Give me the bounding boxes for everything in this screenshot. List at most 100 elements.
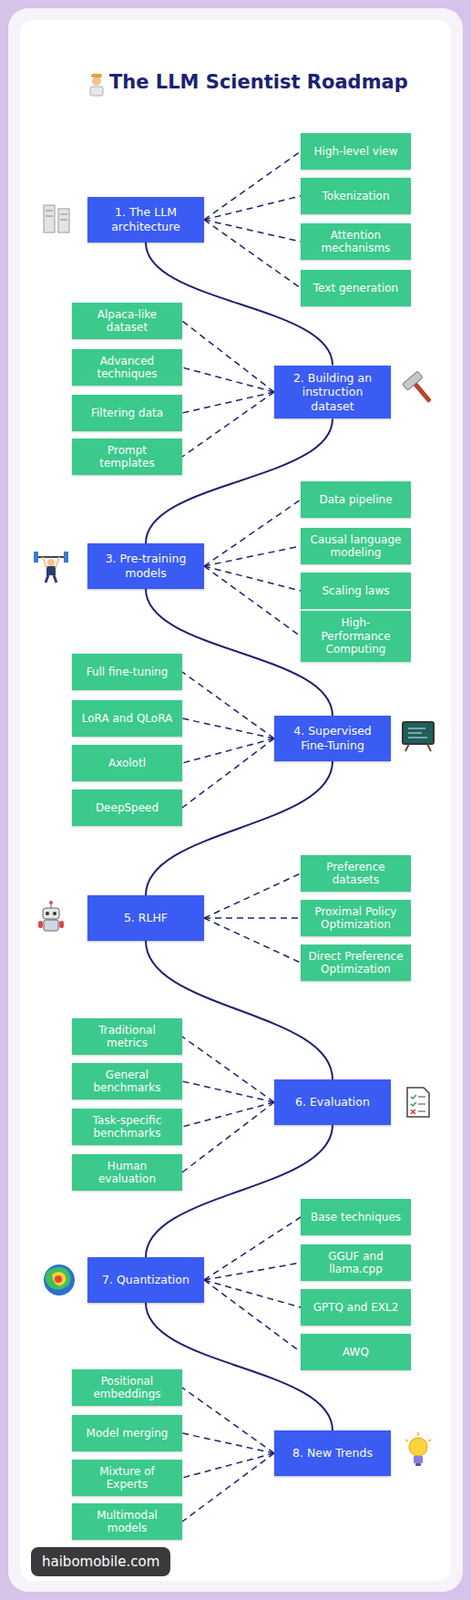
stage-box: 2. Building an instruction dataset — [274, 365, 391, 420]
stage-box: 3. Pre-training models — [87, 542, 205, 589]
topic-dash — [204, 499, 301, 566]
topic-dash — [182, 717, 275, 738]
chalkboard-icon — [402, 721, 434, 751]
box-text: 3. Pre-training models — [94, 551, 197, 580]
robot-icon — [38, 900, 64, 931]
box-text: Proximal Policy Optimization — [307, 904, 404, 932]
box-text: Preference datasets — [307, 860, 404, 887]
topic-box: Proximal Policy Optimization — [300, 899, 411, 937]
topic-dash — [182, 391, 275, 457]
topic-box: General benchmarks — [71, 1062, 183, 1100]
topic-box: Direct Preference Optimization — [300, 943, 411, 982]
box-text: GPTQ and EXL2 — [313, 1300, 400, 1313]
topic-dash — [182, 1452, 275, 1477]
topic-box: Human evaluation — [71, 1153, 183, 1191]
topic-box: High-Performance Computing — [300, 610, 411, 661]
topic-box: Positional embeddings — [71, 1368, 183, 1406]
box-text: Base techniques — [310, 1209, 401, 1223]
topic-dash — [204, 916, 301, 919]
box-text: Advanced techniques — [79, 354, 175, 381]
topic-dash — [182, 1452, 275, 1521]
topic-dash — [204, 1279, 301, 1307]
topic-box: Full fine-tuning — [71, 653, 183, 690]
box-text: 2. Building an instruction dataset — [281, 370, 384, 414]
topic-dash — [204, 195, 301, 220]
topic-dash — [182, 1080, 275, 1102]
weightlifter-icon — [33, 551, 69, 583]
topic-dash — [204, 917, 301, 963]
box-text: 7. Quantization — [102, 1271, 190, 1287]
hammer-icon — [402, 370, 439, 408]
page-title: The LLM Scientist Roadmap — [109, 71, 420, 93]
box-text: Task-specific benchmarks — [79, 1113, 175, 1140]
topic-dash — [204, 872, 301, 918]
topic-box: Axolotl — [71, 744, 183, 781]
topic-box: LoRA and QLoRA — [71, 699, 183, 737]
topic-dash — [204, 1261, 301, 1280]
box-text: Prompt templates — [79, 443, 175, 471]
topic-box: Prompt templates — [71, 438, 183, 476]
topic-box: AWQ — [300, 1332, 411, 1370]
topic-box: Model merging — [71, 1413, 183, 1451]
topic-box: Text generation — [300, 269, 411, 307]
box-text: Tokenization — [321, 189, 390, 203]
heatmap-globe-icon — [43, 1263, 75, 1295]
topic-dash — [182, 737, 275, 763]
box-text: Causal language modeling — [307, 532, 404, 560]
topic-box: Traditional metrics — [71, 1017, 183, 1055]
box-text: General benchmarks — [79, 1067, 175, 1095]
topic-box: Data pipeline — [300, 481, 411, 518]
box-text: Model merging — [86, 1425, 169, 1439]
topic-dash — [182, 671, 275, 738]
checklist-icon — [407, 1086, 430, 1117]
topic-box: Attention mechanisms — [300, 223, 411, 261]
box-text: Filtering data — [91, 406, 164, 420]
topic-dash — [182, 1101, 275, 1172]
topic-box: Advanced techniques — [71, 348, 183, 387]
box-text: Multimodal models — [79, 1507, 175, 1535]
stage-box: 8. New Trends — [274, 1429, 391, 1475]
box-text: 6. Evaluation — [295, 1094, 370, 1109]
topic-dash — [204, 151, 301, 220]
topic-box: High-level view — [300, 133, 411, 170]
server-icon — [43, 204, 70, 233]
box-text: Axolotl — [108, 756, 146, 769]
topic-dash — [204, 565, 301, 636]
stage-box: 5. RLHF — [87, 894, 205, 941]
box-text: Mixture of Experts — [79, 1464, 175, 1491]
box-text: Scaling laws — [321, 583, 390, 597]
topic-box: Scaling laws — [300, 572, 411, 609]
box-text: Alpaca-like dataset — [79, 307, 175, 335]
box-text: Text generation — [313, 281, 399, 295]
scientist-icon — [90, 73, 103, 96]
box-text: High-Performance Computing — [307, 615, 404, 656]
box-text: Full fine-tuning — [86, 665, 169, 678]
card-frame — [8, 8, 463, 1591]
box-text: DeepSpeed — [95, 800, 159, 814]
topic-dash — [182, 1386, 275, 1453]
topic-box: Base techniques — [300, 1197, 411, 1235]
watermark: haibomobile.com — [30, 1546, 171, 1576]
box-text: 4. Supervised Fine-Tuning — [281, 723, 384, 752]
topic-box: Alpaca-like dataset — [71, 302, 183, 340]
topic-dash — [182, 737, 275, 808]
topic-box: Causal language modeling — [300, 527, 411, 565]
stage-box: 1. The LLM architecture — [87, 196, 205, 243]
box-text: High-level view — [314, 144, 399, 158]
stage-box: 4. Supervised Fine-Tuning — [274, 715, 391, 761]
box-text: Attention mechanisms — [307, 228, 404, 256]
topic-box: GGUF and llama.cpp — [300, 1243, 411, 1281]
topic-box: DeepSpeed — [71, 788, 183, 826]
topic-dash — [182, 1432, 275, 1453]
topic-dash — [204, 565, 301, 591]
box-text: Human evaluation — [79, 1158, 175, 1186]
box-text: 8. New Trends — [292, 1444, 373, 1460]
topic-dash — [204, 219, 301, 288]
topic-dash — [204, 219, 301, 242]
stage-box: 7. Quantization — [87, 1256, 205, 1302]
topic-dash — [182, 391, 275, 413]
box-text: AWQ — [342, 1344, 369, 1358]
